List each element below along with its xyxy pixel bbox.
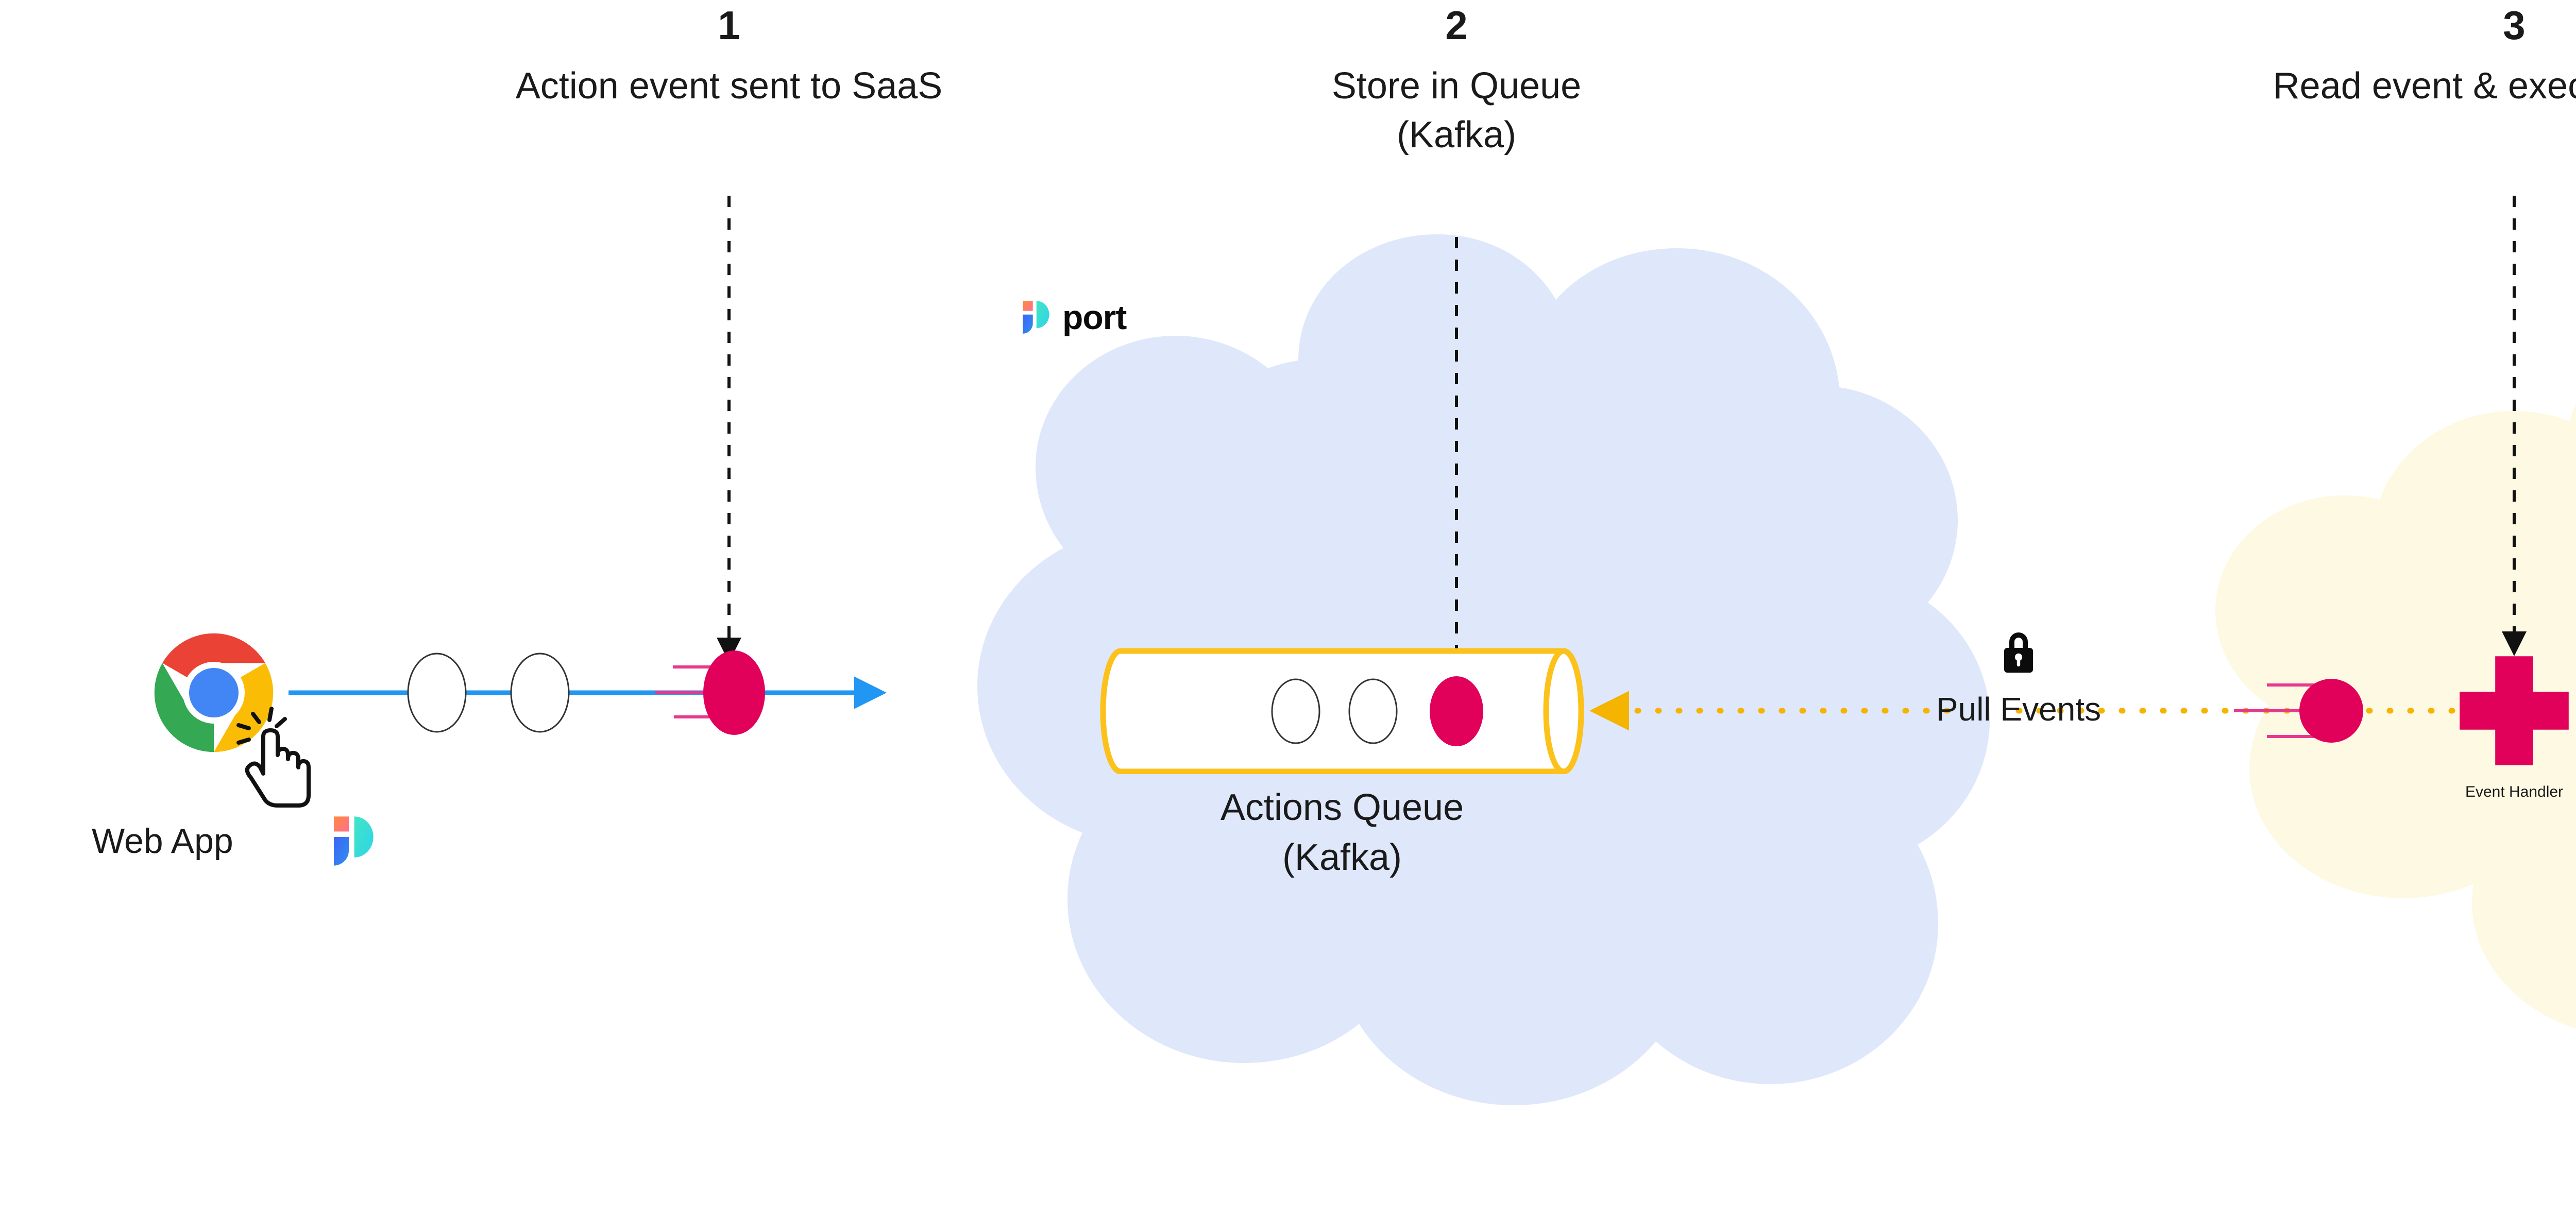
step-1-label: Action event sent to SaaS: [515, 65, 943, 107]
chrome-icon: [154, 633, 274, 752]
port-brand-lockup: port: [1020, 298, 1127, 337]
step-2-number: 2: [1445, 3, 1468, 48]
port-mark-icon: [1023, 301, 1049, 334]
queue-slot-empty-1: [1271, 678, 1320, 744]
pull-events-label: Pull Events: [1936, 691, 2102, 728]
event-ellipse-empty-2: [510, 653, 570, 733]
event-ellipse-pulled: [2299, 679, 2363, 743]
event-handler-icon: [2460, 656, 2569, 765]
event-speed-lines: [2234, 683, 2318, 738]
event-ellipse-filled: [703, 650, 765, 735]
step-1-number: 1: [718, 3, 740, 48]
actions-queue-cylinder: [1100, 648, 1584, 774]
queue-slot-empty-2: [1348, 678, 1398, 744]
event-handler-label: Event Handler: [2465, 783, 2564, 800]
step-3-label: Read event & execute runner: [2273, 65, 2576, 107]
lock-icon: [2004, 632, 2033, 673]
queue-slot-filled: [1430, 676, 1483, 746]
port-mark-icon: [333, 816, 374, 866]
web-app-label: Web App: [92, 821, 233, 861]
step-3-number: 3: [2503, 3, 2526, 48]
event-ellipse-empty-1: [407, 653, 467, 733]
step-2-label: Store in Queue (Kafka): [1331, 65, 1582, 156]
web-app-node[interactable]: [152, 631, 276, 755]
runner-cloud-shape: [2215, 403, 2576, 1029]
actions-queue-label: Actions Queue (Kafka): [1220, 787, 1464, 879]
port-brand-label: port: [1062, 298, 1127, 336]
click-cursor-icon: [236, 707, 311, 808]
